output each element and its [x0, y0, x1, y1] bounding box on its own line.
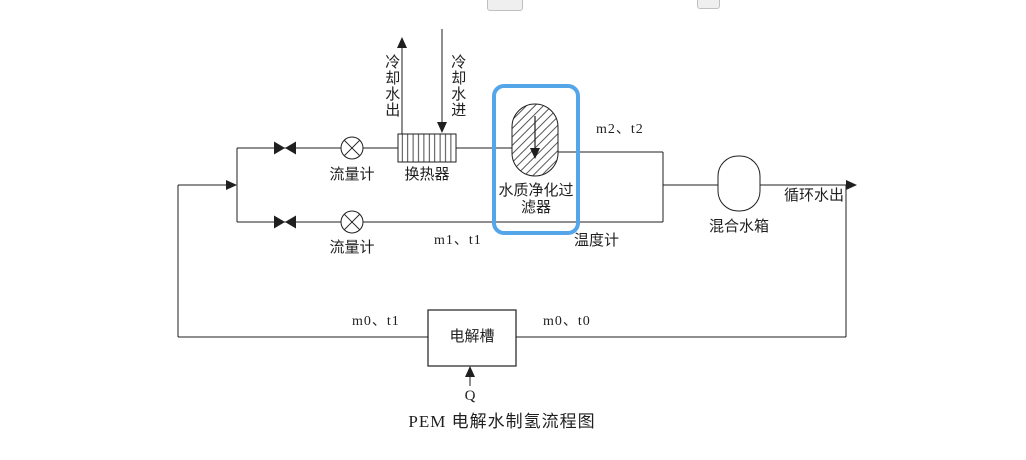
- label-electrolyzer: 电解槽: [449, 329, 495, 345]
- label-filter-line2: 滤器: [520, 200, 552, 217]
- filter-vessel-shape: [511, 103, 559, 177]
- label-thermometer: 温度计: [574, 233, 620, 249]
- arrow-down-cooling-in-icon: [437, 122, 447, 133]
- valve-top-icon: [274, 141, 285, 155]
- label-mixing-tank: 混合水箱: [708, 219, 770, 235]
- label-m0-t1: m0、t1: [352, 314, 400, 329]
- label-cooling-water-in: 冷却水进: [449, 54, 466, 118]
- arrow-right-exit-icon: [846, 180, 857, 190]
- flow-arrows: [226, 37, 857, 377]
- flow-meter-mid-icon: [340, 210, 364, 234]
- pipe-lines: [177, 29, 848, 386]
- highlight-box: [492, 84, 580, 235]
- electrolyzer-box: [427, 309, 517, 367]
- label-flow-meter-top: 流量计: [329, 167, 375, 183]
- valves: [274, 141, 296, 229]
- label-filter-line1: 水质净化过: [498, 183, 574, 199]
- arrow-right-entry-icon: [226, 180, 237, 190]
- label-flow-meter-mid: 流量计: [329, 240, 375, 256]
- label-cooling-water-out: 冷却水出: [383, 54, 400, 118]
- page-title: PEM 电解水制氢流程图: [408, 412, 596, 431]
- heat-exchanger-shape: [397, 133, 457, 163]
- label-heat-exchanger: 换热器: [404, 167, 450, 183]
- mixing-tank-shape: [717, 155, 761, 212]
- valve-mid-icon: [274, 215, 285, 229]
- toolbar-fragment-left: [487, 0, 523, 11]
- flow-meter-top-icon: [340, 136, 364, 160]
- label-q-input: Q: [464, 388, 476, 404]
- arrow-up-cooling-out-icon: [397, 37, 407, 48]
- label-m0-t0: m0、t0: [543, 314, 591, 329]
- label-filter: 水质净化过 滤器: [498, 183, 573, 218]
- valve-top-icon: [285, 141, 296, 155]
- label-circulating-water-out: 循环水出: [784, 188, 845, 204]
- label-m1-t1: m1、t1: [434, 233, 482, 248]
- arrow-down-filter-icon: [530, 148, 540, 159]
- toolbar-fragment-right: [697, 0, 720, 9]
- label-m2-t2: m2、t2: [596, 122, 644, 137]
- arrow-up-q-icon: [465, 366, 475, 377]
- valve-mid-icon: [285, 215, 296, 229]
